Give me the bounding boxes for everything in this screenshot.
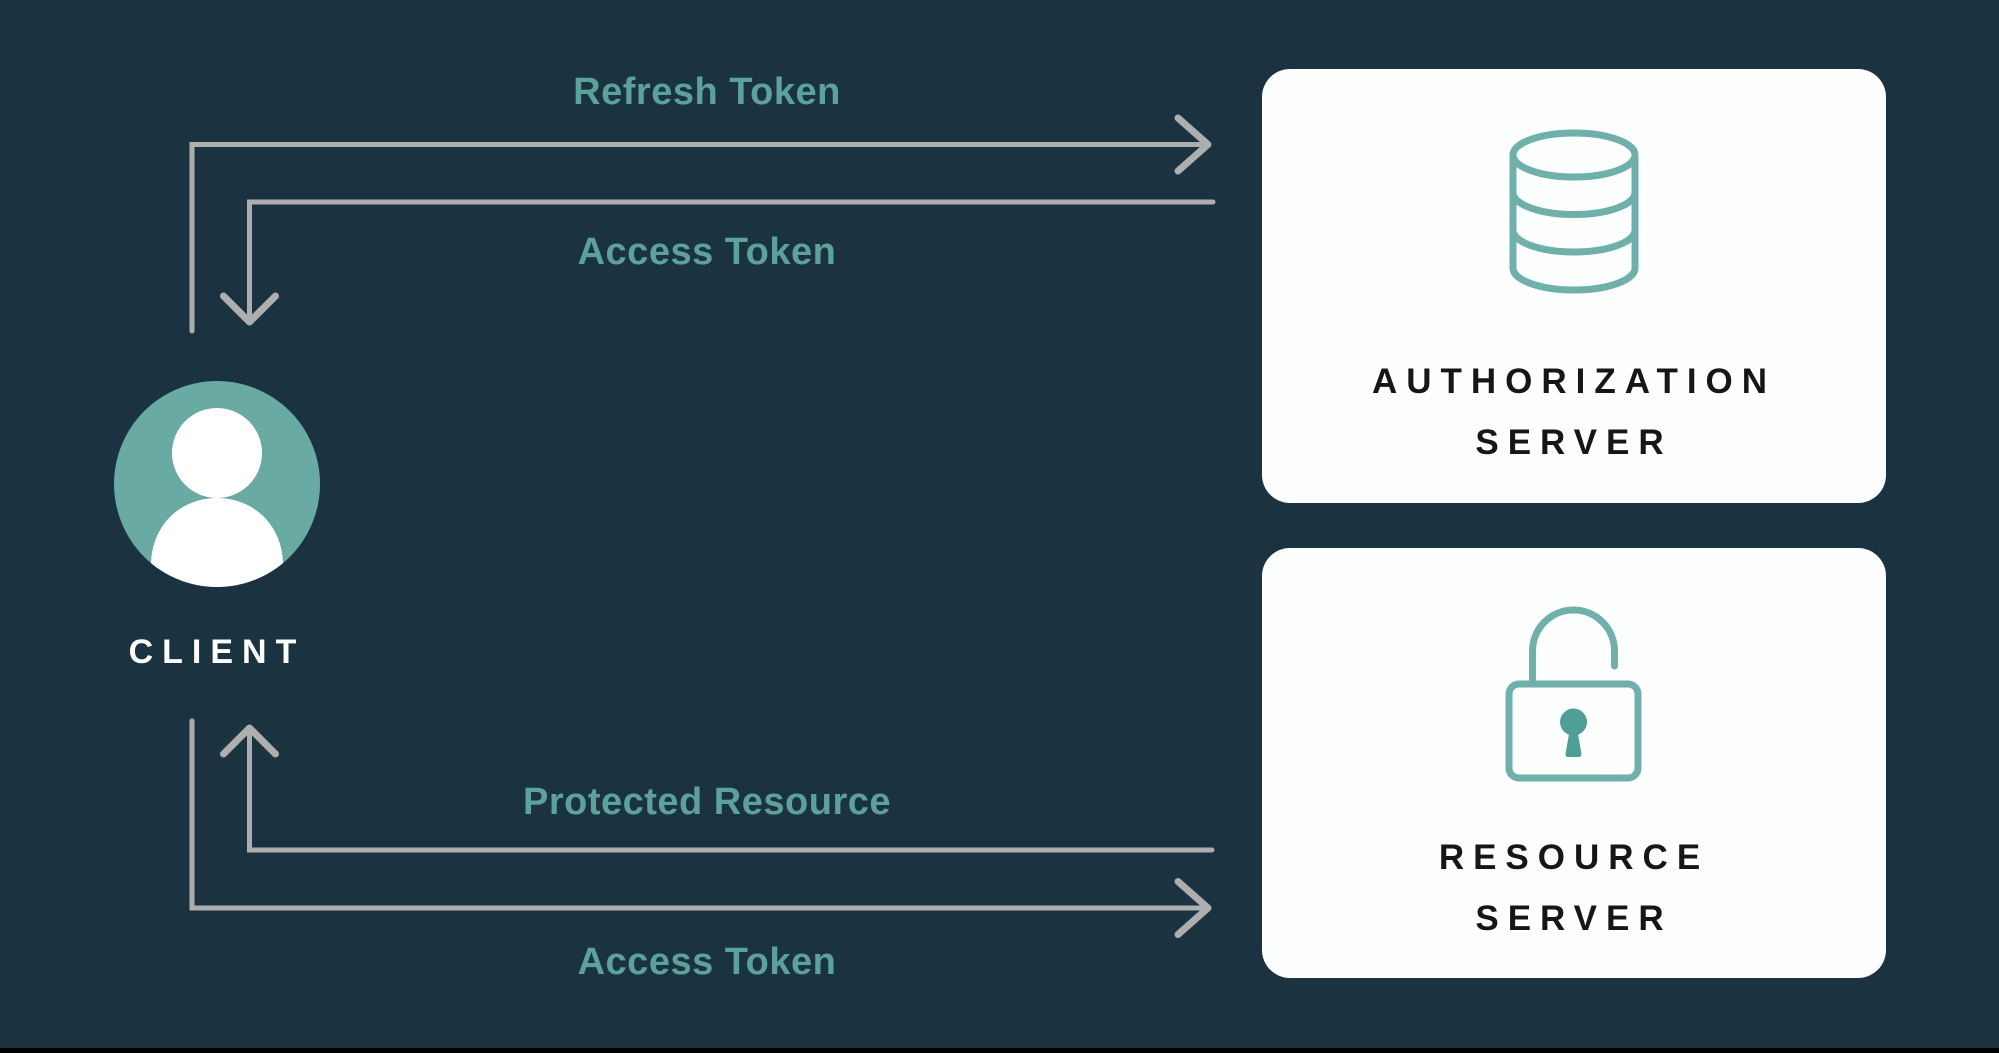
access-token-return-arrowhead bbox=[220, 292, 279, 326]
protected-resource-line bbox=[247, 731, 1215, 853]
resource-server-title: RESOURCE SERVER bbox=[1262, 827, 1886, 949]
access-token-bottom-arrowhead bbox=[1174, 878, 1212, 938]
resource-server-title-line2: SERVER bbox=[1475, 899, 1673, 938]
authorization-server-card: AUTHORIZATION SERVER bbox=[1262, 69, 1886, 503]
user-avatar-icon bbox=[114, 381, 320, 587]
client-label: CLIENT bbox=[128, 633, 306, 671]
flow-label-access-token-bottom: Access Token bbox=[577, 941, 837, 983]
refresh-token-arrow-line bbox=[189, 142, 1203, 334]
access-token-bottom-line bbox=[189, 718, 1203, 911]
flow-label-access-token-top: Access Token bbox=[577, 231, 837, 273]
resource-server-card: RESOURCE SERVER bbox=[1262, 548, 1886, 978]
authorization-server-title: AUTHORIZATION SERVER bbox=[1262, 351, 1886, 473]
flow-label-refresh-token: Refresh Token bbox=[573, 71, 841, 113]
client-node: CLIENT bbox=[57, 381, 377, 672]
protected-resource-arrowhead bbox=[220, 724, 279, 758]
authorization-server-title-line1: AUTHORIZATION bbox=[1371, 362, 1777, 401]
lock-icon bbox=[1505, 606, 1642, 782]
access-token-return-line bbox=[247, 199, 1216, 319]
database-icon bbox=[1509, 129, 1639, 294]
resource-server-title-line1: RESOURCE bbox=[1438, 838, 1710, 877]
flow-label-protected-resource: Protected Resource bbox=[522, 781, 891, 823]
refresh-token-arrowhead bbox=[1174, 114, 1212, 175]
authorization-server-title-line2: SERVER bbox=[1475, 423, 1673, 462]
